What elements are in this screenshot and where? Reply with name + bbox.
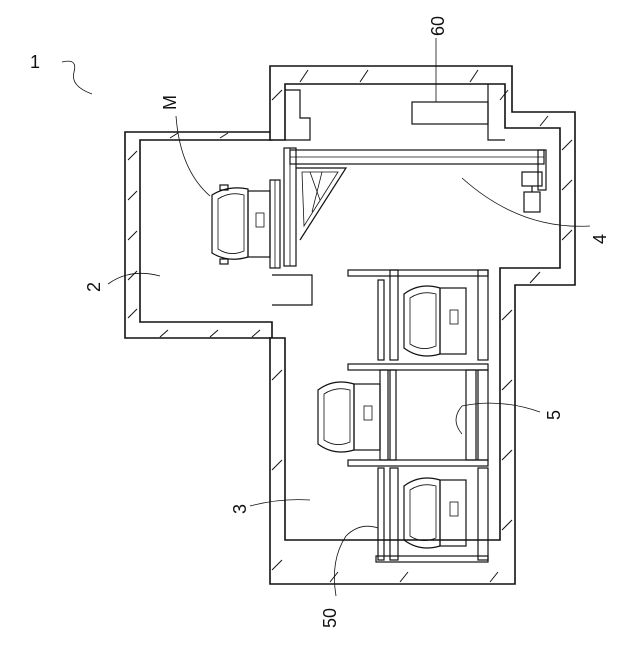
label-crane: 4 bbox=[590, 234, 610, 244]
label-shelf: 5 bbox=[544, 410, 564, 420]
label-storage: 3 bbox=[230, 504, 250, 514]
main-building-walls bbox=[270, 66, 575, 584]
label-figure: 1 bbox=[30, 52, 40, 72]
vehicle-shelf-top bbox=[404, 286, 466, 356]
vehicle-shelf-bottom bbox=[404, 478, 466, 548]
label-entrance: 2 bbox=[84, 282, 104, 292]
label-motor: 60 bbox=[428, 16, 448, 36]
label-pallet: 50 bbox=[320, 608, 340, 628]
drive-motor bbox=[412, 102, 488, 124]
label-vehicle: M bbox=[160, 95, 180, 110]
storage-shelves bbox=[348, 270, 488, 562]
vehicle-shelf-middle bbox=[318, 382, 380, 452]
vehicle-entrance bbox=[212, 185, 270, 264]
entrance-chamber-walls bbox=[125, 132, 272, 338]
